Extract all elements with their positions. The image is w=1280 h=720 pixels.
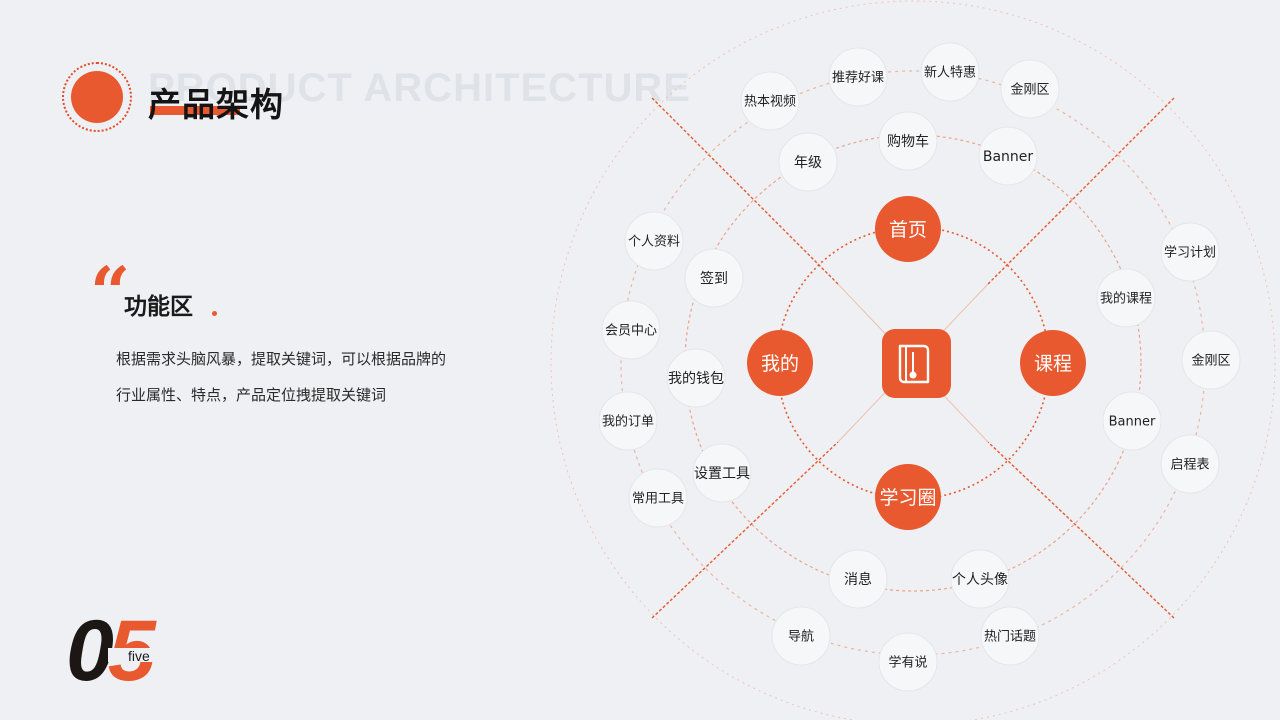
main-node-top: [875, 196, 941, 262]
page-number-strip: [108, 648, 212, 662]
course-inner-node-0: [1096, 268, 1156, 328]
mine-outer-node-label-3: 常用工具: [632, 492, 684, 507]
circle-inner-node-0: [828, 549, 888, 609]
mine-outer-node-2: [598, 391, 658, 451]
circle-inner-node-label-1: 个人头像: [952, 572, 1008, 588]
circle-outer-node-label-2: 热门话题: [984, 630, 1036, 645]
mine-outer-node-label-0: 个人资料: [628, 235, 680, 250]
course-outer-node-0: [1160, 222, 1220, 282]
quote-icon: “: [90, 251, 131, 334]
mine-inner-node-label-0: 签到: [700, 270, 728, 287]
outer-ring-4: [550, 0, 1276, 720]
app-book-cover: [898, 344, 930, 384]
main-node-label-top: 首页: [889, 219, 927, 241]
page-number-word: five: [128, 648, 150, 664]
main-node-label-left: 我的: [761, 353, 799, 375]
mine-inner-node-label-2: 设置工具: [694, 466, 750, 482]
circle-outer-node-2: [980, 606, 1040, 666]
main-node-label-right: 课程: [1034, 353, 1072, 375]
title-badge-ring: [62, 62, 132, 132]
home-outer-node-label-2: 新人特惠: [924, 65, 976, 81]
course-inner-node-1: [1102, 391, 1162, 451]
course-inner-node-label-1: Banner: [1109, 415, 1156, 430]
cross-line-tr: [987, 97, 1175, 285]
circle-outer-node-1: [878, 632, 938, 692]
course-outer-node-label-2: 启程表: [1170, 458, 1209, 473]
course-outer-node-label-1: 金刚区: [1191, 353, 1230, 369]
cross-line-bl: [651, 441, 839, 619]
mine-outer-node-0: [624, 211, 684, 271]
home-inner-node-label-2: Banner: [983, 149, 1034, 165]
main-node-right: [1020, 330, 1086, 396]
mine-inner-node-2: [692, 443, 752, 503]
title-underline: [150, 106, 240, 115]
course-inner-node-label-0: 我的课程: [1100, 291, 1152, 307]
circle-inner-node-label-0: 消息: [844, 571, 872, 588]
course-outer-node-1: [1181, 330, 1241, 390]
title-english-watermark: PRODUCT ARCHITECTURE: [148, 66, 691, 110]
home-outer-node-label-0: 热本视频: [744, 95, 796, 110]
course-outer-node-label-0: 学习计划: [1164, 245, 1216, 261]
app-book-icon: [882, 329, 951, 398]
mine-outer-node-label-2: 我的订单: [602, 414, 654, 430]
home-outer-node-2: [920, 42, 980, 102]
home-outer-node-label-3: 金刚区: [1010, 82, 1049, 98]
mine-outer-node-1: [601, 300, 661, 360]
home-outer-node-3: [1000, 59, 1060, 119]
mine-inner-node-label-1: 我的钱包: [668, 371, 724, 387]
main-node-bottom: [875, 464, 941, 530]
circle-outer-node-label-1: 学有说: [888, 655, 927, 671]
cross-line-br: [987, 441, 1175, 619]
home-inner-node-label-0: 年级: [794, 155, 822, 171]
course-outer-node-2: [1160, 434, 1220, 494]
main-node-label-bottom: 学习圈: [879, 487, 936, 509]
description-line-1: 根据需求头脑风暴，提取关键词，可以根据品牌的: [116, 350, 447, 368]
mine-outer-node-3: [628, 468, 688, 528]
circle-inner-node-1: [950, 549, 1010, 609]
home-inner-node-1: [878, 111, 938, 171]
page-number-digit-zero: 0: [66, 603, 114, 699]
circle-outer-node-0: [771, 606, 831, 666]
home-inner-node-2: [978, 126, 1038, 186]
mine-inner-node-1: [666, 348, 726, 408]
main-node-left: [747, 330, 813, 396]
mine-outer-node-label-1: 会员中心: [605, 324, 657, 339]
app-book-bead: [909, 371, 917, 379]
mine-inner-node-0: [684, 248, 744, 308]
description-line-2: 行业属性、特点，产品定位拽提取关键词: [116, 386, 387, 404]
circle-outer-node-label-0: 导航: [788, 629, 814, 645]
section-title: 功能区: [124, 294, 193, 320]
section-title-dot: [212, 311, 217, 316]
home-inner-node-0: [778, 132, 838, 192]
cross-line-tl: [651, 97, 839, 285]
page-title: 产品架构: [148, 85, 284, 124]
section-description: 根据需求头脑风暴，提取关键词，可以根据品牌的 行业属性、特点，产品定位拽提取关键…: [116, 341, 516, 413]
home-outer-node-1: [828, 47, 888, 107]
home-outer-node-label-1: 推荐好课: [832, 71, 884, 86]
title-badge-dot: [71, 71, 123, 123]
home-inner-node-label-1: 购物车: [887, 133, 929, 150]
home-outer-node-0: [740, 71, 800, 131]
